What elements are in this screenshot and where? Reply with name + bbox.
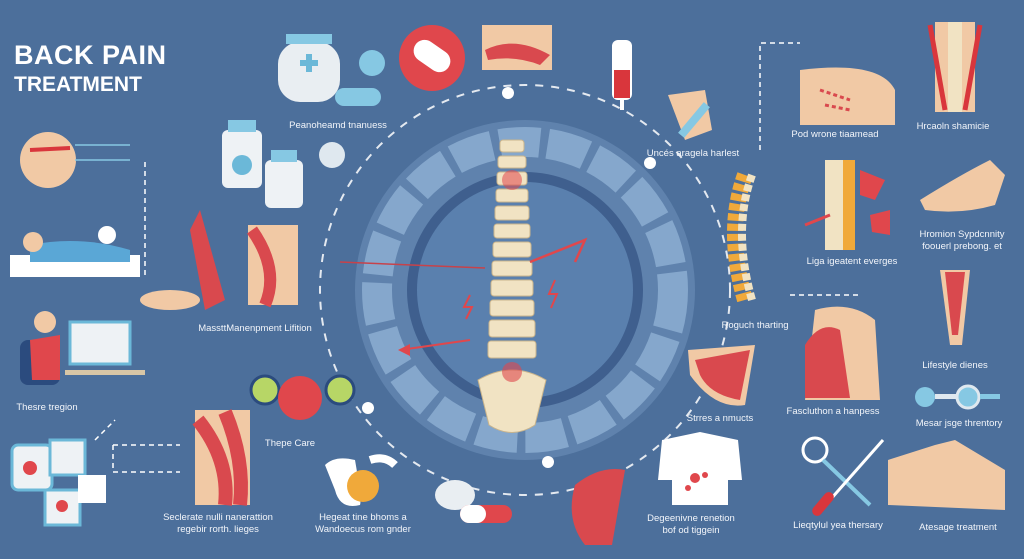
label-skin-treatment: Pod wrone tiaamead (791, 129, 879, 140)
label-hand-1: Hromion Sypdcnnity (919, 229, 1005, 240)
muscle-icon (482, 25, 552, 70)
page-title: BACK PAIN TREATMENT (14, 40, 167, 97)
muscle-leg-icon (940, 270, 970, 345)
head-pain-icon (20, 132, 130, 188)
therapy-balls-icon (249, 374, 356, 420)
title-line-1: BACK PAIN (14, 40, 167, 70)
capsule-icon (399, 25, 465, 91)
title-line-2: TREATMENT (14, 73, 142, 96)
label-stress: Strres a nmucts (686, 413, 754, 424)
heart-leaf-icon (571, 469, 625, 545)
device-icon (915, 384, 1000, 410)
label-degenerative-2: bof od tiggein (662, 525, 720, 536)
medical-kit-icon (10, 438, 106, 527)
central-spine-diagram (339, 120, 695, 460)
label-therapy-care: Thepe Care (264, 438, 316, 449)
torso-icon (658, 432, 742, 505)
capsules-icon (435, 480, 512, 523)
spine-pain-icon (804, 160, 890, 250)
label-injection: Uncés aragela harlest (646, 148, 740, 159)
neck-muscle-icon (805, 306, 880, 400)
dashed-path (319, 84, 731, 496)
chest-muscle-icon (688, 345, 755, 406)
label-spine-muscle: Hrcaoln shamicie (916, 121, 990, 132)
label-reflex-therapy: Lieqtylul yea thersary (793, 520, 883, 531)
label-lifestyle: Lifestyle dienes (922, 360, 988, 371)
flow-arrows (94, 42, 860, 473)
label-hand-2: foouerl prebong. et (922, 241, 1002, 252)
leg-muscle-icon (140, 210, 298, 310)
hand-icon (920, 160, 1005, 212)
label-muscle-2: regebir rorth. lieges (177, 524, 259, 535)
label-pain-medication: Peanoheamd tnanuess (289, 120, 387, 131)
label-office-region: Thesre tregion (16, 402, 78, 413)
label-hormone-2: Wandoecus rom gnder (315, 524, 411, 535)
syringe-icon (612, 40, 712, 140)
label-massage: Atesage treatment (919, 522, 997, 533)
reflex-hammer-icon (801, 436, 885, 516)
curved-spine-icon (727, 172, 756, 303)
massage-hand-icon (888, 440, 1005, 510)
label-device-therapy: Mesar jsge threntory (915, 418, 1003, 429)
pill-jar-icon (278, 34, 385, 106)
thigh-muscle-icon (192, 409, 250, 506)
uterus-icon (325, 454, 398, 506)
label-fasciculation: Fascluthon a hanpess (786, 406, 880, 417)
label-ligament: Liga igeatent everges (806, 256, 898, 267)
office-worker-icon (20, 311, 145, 385)
label-degenerative-1: Degeenivne renetion (647, 513, 735, 524)
label-management: MassttManenpment Lifition (198, 323, 312, 334)
skin-treatment-icon (800, 67, 895, 125)
spine-muscle-icon (927, 22, 983, 112)
lying-patient-icon (10, 226, 140, 277)
label-muscle-1: Seclerate nulli nanerattion (163, 512, 273, 523)
label-hormone-1: Hegeat tine bhoms a (319, 512, 407, 523)
label-stretching: Roguch tharting (721, 320, 789, 331)
medicine-bottles-icon (222, 120, 345, 208)
